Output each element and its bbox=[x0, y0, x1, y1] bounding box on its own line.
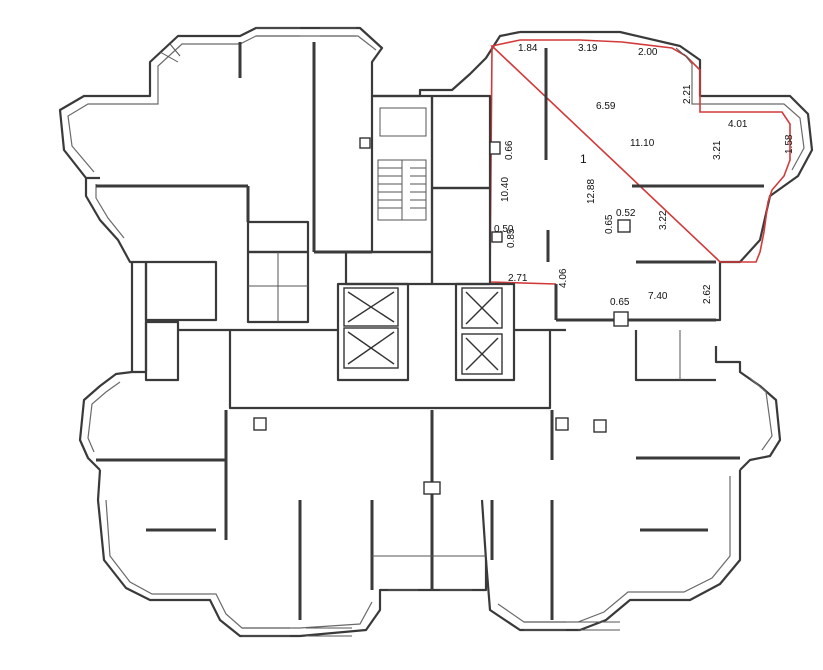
dim-area-b: 11.10 bbox=[630, 138, 655, 149]
stair-treads bbox=[378, 160, 426, 220]
dim-east-inner: 3.21 bbox=[712, 140, 723, 160]
dim-col-side-1: 0.66 bbox=[504, 140, 515, 160]
window-marks bbox=[159, 27, 691, 637]
apartment-highlight[interactable] bbox=[490, 39, 791, 263]
interior-walls bbox=[96, 42, 764, 620]
dim-east-side: 1.58 bbox=[784, 134, 795, 154]
dim-east-diag: 4.01 bbox=[728, 119, 748, 130]
room-number: 1 bbox=[580, 152, 587, 166]
dim-bottom-left: 2.71 bbox=[508, 273, 528, 284]
dim-partition: 4.06 bbox=[558, 268, 569, 288]
outer-walls bbox=[58, 26, 814, 638]
dim-inner-mid: 3.22 bbox=[658, 210, 669, 230]
dim-bottom-small: 0.65 bbox=[610, 297, 630, 308]
dim-west-small-1: 0.50 bbox=[494, 224, 514, 235]
dim-col-small: 0.52 bbox=[616, 208, 636, 219]
dim-bottom-mid: 7.40 bbox=[648, 291, 668, 302]
dim-top-2: 3.19 bbox=[578, 43, 598, 54]
dim-diag-ne: 2.21 bbox=[682, 84, 693, 104]
dim-bottom-right: 2.62 bbox=[702, 284, 713, 304]
dim-top-1: 1.84 bbox=[518, 43, 538, 54]
dim-top-3: 2.00 bbox=[638, 47, 658, 58]
dimension-labels: 1.84 3.19 2.00 2.21 4.01 1.58 6.59 11.10… bbox=[494, 43, 795, 308]
columns bbox=[253, 137, 631, 495]
elevator-shafts bbox=[343, 287, 503, 375]
dim-inner-short: 0.65 bbox=[604, 214, 615, 234]
dim-area-a: 6.59 bbox=[596, 101, 616, 112]
dim-west-small-2: 0.85 bbox=[506, 228, 517, 248]
dim-center-long: 12.88 bbox=[586, 179, 597, 204]
dim-west-long: 10.40 bbox=[500, 177, 511, 202]
central-core bbox=[246, 94, 516, 382]
